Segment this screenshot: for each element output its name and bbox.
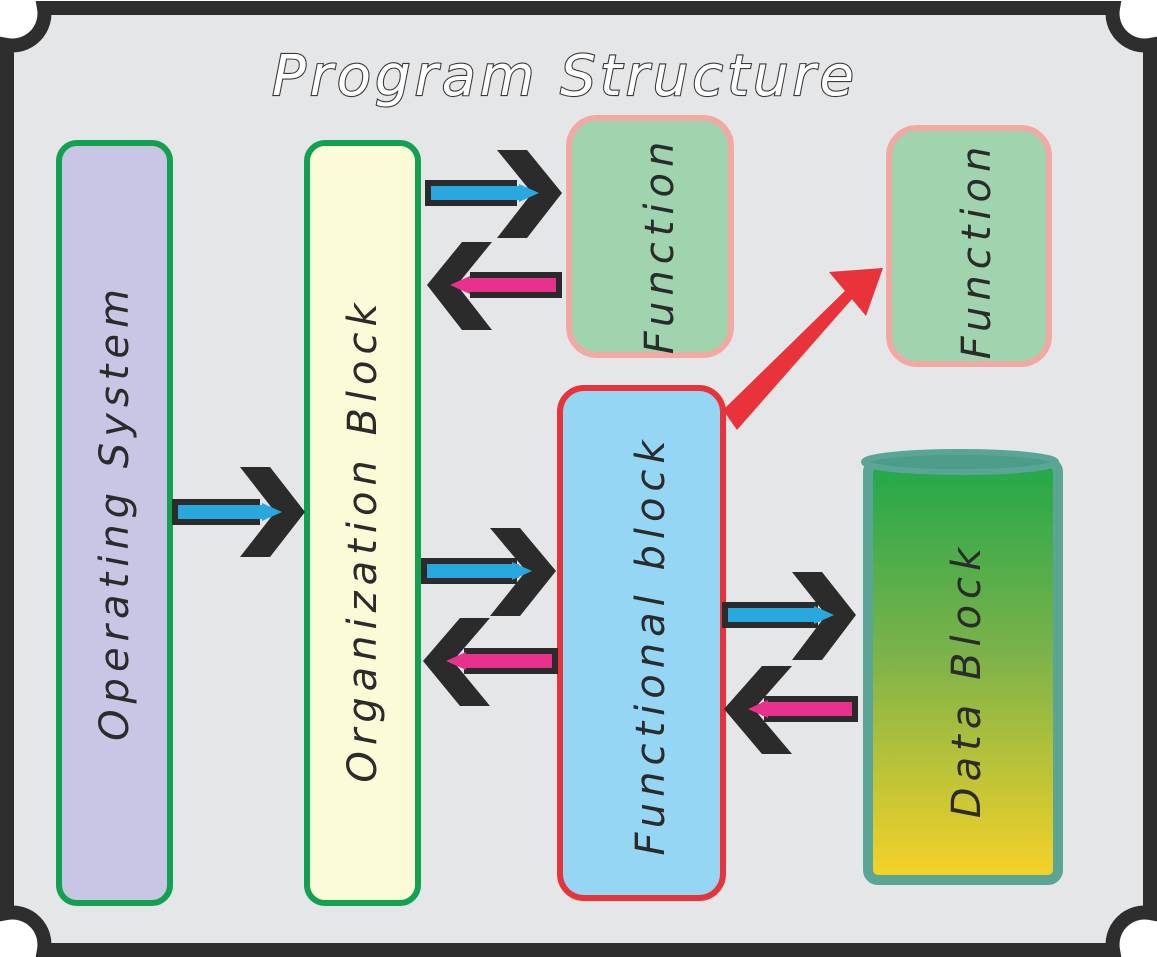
function-right-label: Function (954, 141, 1000, 360)
functional-block-label: Functional block (628, 434, 674, 855)
arrow-os-to-ob (172, 467, 305, 557)
organization-block[interactable] (304, 140, 421, 906)
link-arrow-functional-to-function (723, 268, 883, 430)
organization-block-label: Organization Block (340, 297, 386, 782)
function-block-top[interactable] (566, 115, 734, 358)
diagram-title: Program Structure (272, 44, 858, 109)
arrow-function-to-ob (427, 242, 562, 330)
arrow-data-to-functional (724, 666, 858, 754)
functional-block[interactable] (557, 385, 726, 901)
arrow-ob-to-function (425, 150, 562, 238)
data-block-label: Data Block (944, 542, 990, 818)
arrow-ob-to-functional (421, 528, 556, 616)
function-top-label: Function (637, 136, 683, 355)
data-block[interactable] (861, 449, 1063, 885)
arrow-functional-to-ob (423, 618, 558, 706)
arrow-functional-to-data (722, 572, 856, 660)
operating-system-block[interactable] (56, 140, 173, 906)
function-block-right[interactable] (886, 125, 1052, 367)
operating-system-label: Operating System (92, 283, 138, 741)
